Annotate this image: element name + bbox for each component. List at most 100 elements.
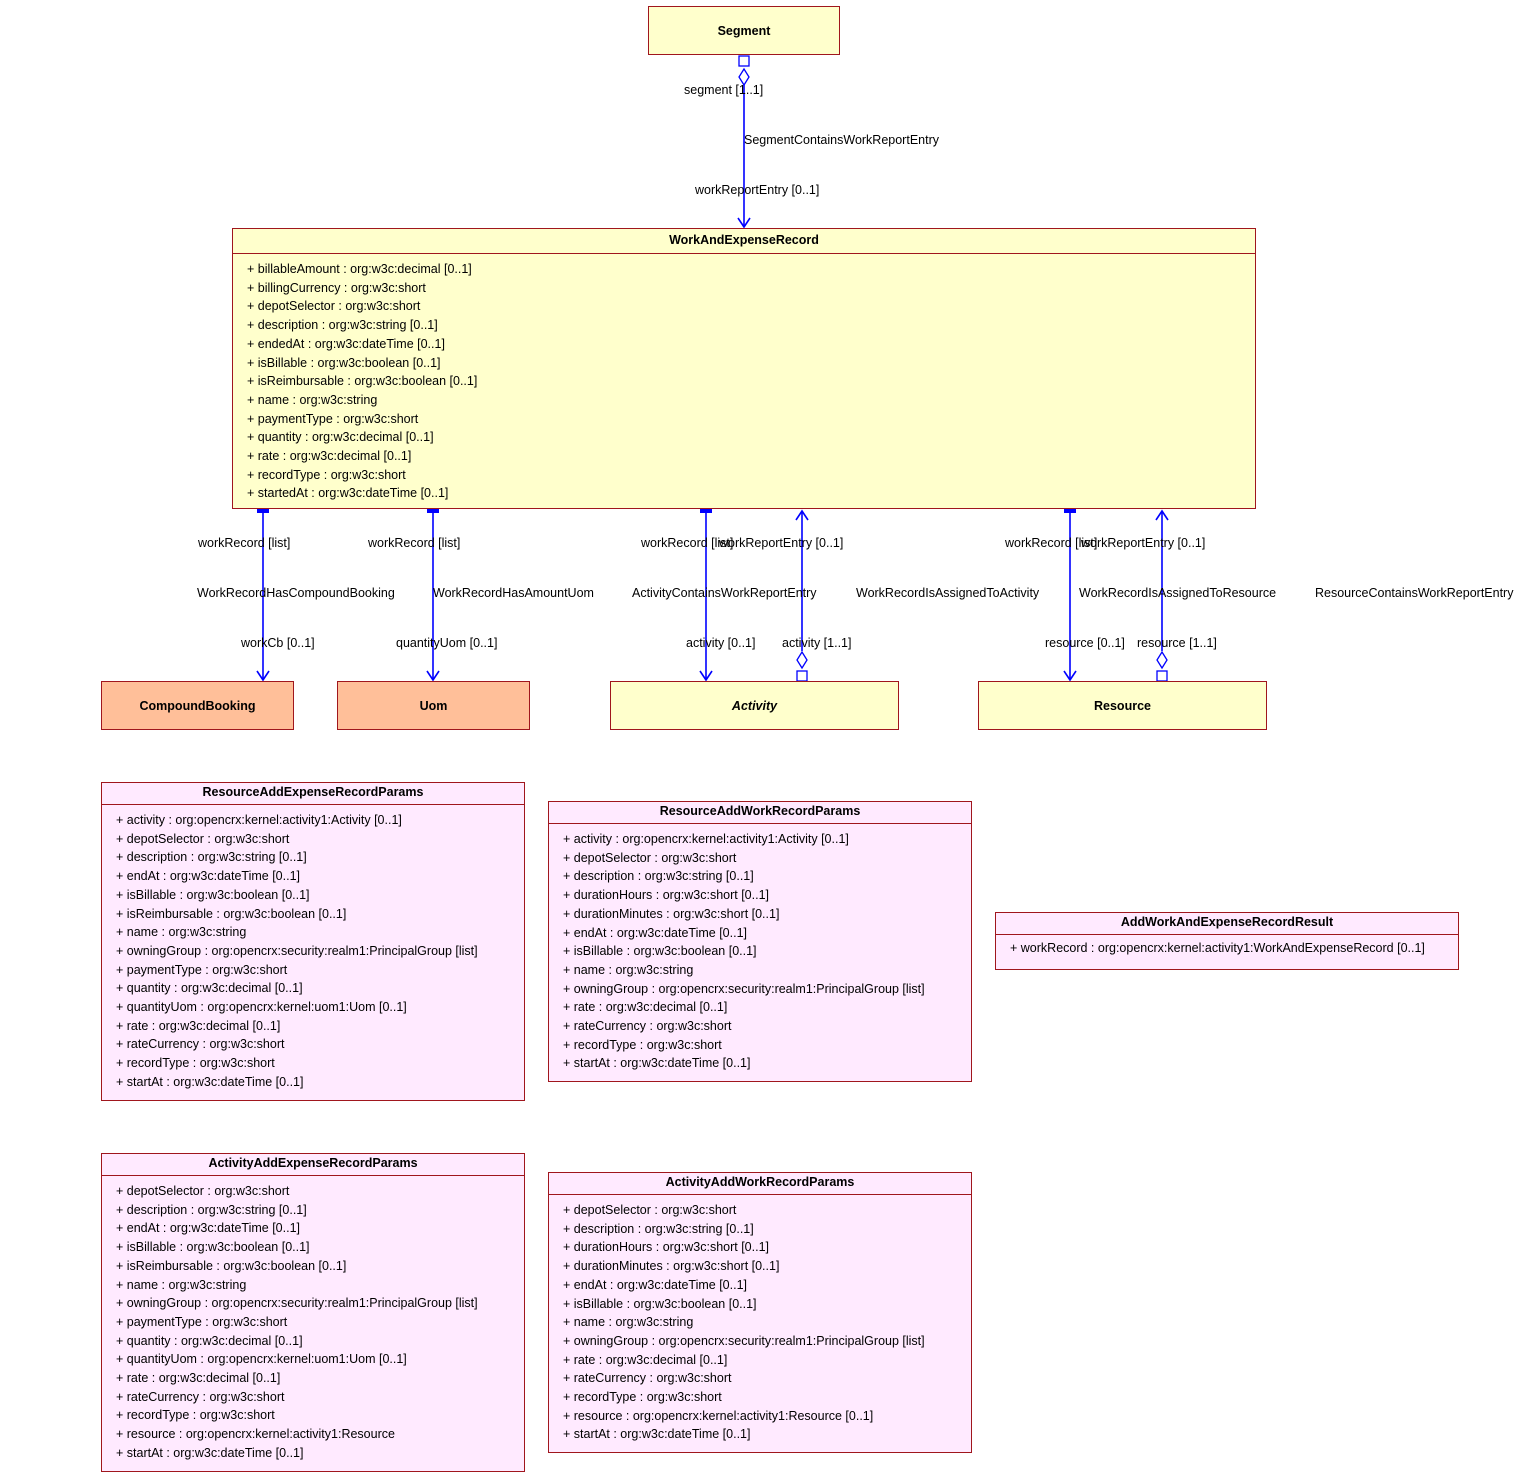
qualifier-square-icon [1156, 670, 1168, 682]
class-name: ActivityAddWorkRecordParams [665, 1175, 855, 1189]
class-attribute: + rateCurrency : org:w3c:short [563, 1019, 732, 1034]
role-label: workRecord [list] [1005, 536, 1098, 550]
qualifier-square-icon [738, 55, 750, 67]
attribute-list: + depotSelector : org:w3c:short + descrip… [102, 1175, 524, 1463]
arrowhead-icon [699, 670, 713, 682]
class-attribute: + rateCurrency : org:w3c:short [116, 1389, 285, 1404]
class-uom[interactable]: Uom [337, 681, 530, 730]
class-activity-add-work-record-params[interactable]: ActivityAddWorkRecordParams + depotSelec… [548, 1172, 972, 1453]
association-name: WorkRecordHasAmountUom [433, 586, 594, 600]
class-attribute: + quantityUom : org:opencrx:kernel:uom1:… [116, 1352, 407, 1367]
class-resource-add-expense-record-params[interactable]: ResourceAddExpenseRecordParams + activit… [101, 782, 525, 1101]
class-attribute: + isBillable : org:w3c:boolean [0..1] [247, 355, 441, 370]
role-label: workCb [0..1] [241, 636, 315, 650]
attribute-list: + activity : org:opencrx:kernel:activity… [102, 804, 524, 1092]
association-name: WorkRecordIsAssignedToActivity [856, 586, 1040, 600]
class-add-work-and-expense-record-result[interactable]: AddWorkAndExpenseRecordResult + workReco… [995, 912, 1459, 970]
class-attribute: + isBillable : org:w3c:boolean [0..1] [116, 887, 310, 902]
arrowhead-icon [1063, 670, 1077, 682]
association-name: WorkRecordHasCompoundBooking [197, 586, 395, 600]
class-attribute: + rate : org:w3c:decimal [0..1] [116, 1371, 281, 1386]
class-attribute: + activity : org:opencrx:kernel:activity… [563, 832, 849, 846]
class-name: CompoundBooking [139, 698, 256, 713]
role-label: resource [1..1] [1137, 636, 1217, 650]
class-attribute: + isBillable : org:w3c:boolean [0..1] [563, 944, 757, 959]
class-attribute: + paymentType : org:w3c:short [116, 1314, 288, 1329]
class-attribute: + endAt : org:w3c:dateTime [0..1] [563, 1277, 748, 1292]
role-label: workReportEntry [0..1] [695, 183, 820, 197]
role-label: activity [0..1] [686, 636, 756, 650]
class-attribute: + quantity : org:w3c:decimal [0..1] [116, 1333, 303, 1348]
class-attribute: + durationHours : org:w3c:short [0..1] [563, 1240, 770, 1255]
role-label: workRecord [list] [198, 536, 291, 550]
class-name: ResourceAddWorkRecordParams [659, 804, 861, 818]
class-attribute: + description : org:w3c:string [0..1] [247, 318, 438, 333]
qualifier-tee-icon [257, 509, 269, 513]
class-attribute: + rate : org:w3c:decimal [0..1] [116, 1018, 281, 1033]
class-attribute: + startAt : org:w3c:dateTime [0..1] [116, 1074, 304, 1089]
class-attribute: + paymentType : org:w3c:short [247, 411, 419, 426]
class-attribute: + description : org:w3c:string [0..1] [563, 869, 754, 884]
class-attribute: + quantity : org:w3c:decimal [0..1] [116, 981, 303, 996]
class-attribute: + durationHours : org:w3c:short [0..1] [563, 888, 770, 903]
class-attribute: + startAt : org:w3c:dateTime [0..1] [563, 1056, 751, 1071]
class-attribute: + owningGroup : org:opencrx:security:rea… [563, 1333, 925, 1348]
class-attribute: + billingCurrency : org:w3c:short [247, 280, 426, 295]
class-attribute: + description : org:w3c:string [0..1] [116, 1202, 307, 1217]
class-name: WorkAndExpenseRecord [669, 233, 819, 247]
class-name: Uom [419, 698, 448, 713]
class-attribute: + depotSelector : org:w3c:short [563, 1203, 737, 1217]
association-name: WorkRecordIsAssignedToResource [1079, 586, 1277, 600]
arrowhead-icon [426, 670, 440, 682]
class-attribute: + durationMinutes : org:w3c:short [0..1] [563, 906, 780, 921]
qualifier-tee-icon [427, 509, 439, 513]
class-attribute: + isBillable : org:w3c:boolean [0..1] [116, 1240, 310, 1255]
role-label: workRecord [list] [368, 536, 461, 550]
attribute-list: + depotSelector : org:w3c:short + descrip… [549, 1194, 971, 1444]
class-attribute: + owningGroup : org:opencrx:security:rea… [563, 981, 925, 996]
role-label: workReportEntry [0..1] [1081, 536, 1206, 550]
association-name: ActivityContainsWorkReportEntry [632, 586, 817, 600]
class-attribute: + rateCurrency : org:w3c:short [563, 1371, 732, 1386]
class-work-and-expense-record[interactable]: WorkAndExpenseRecord + billableAmount : … [232, 228, 1256, 509]
association-name: SegmentContainsWorkReportEntry [744, 133, 939, 147]
class-attribute: + name : org:w3c:string [247, 392, 378, 407]
arrowhead-icon [256, 670, 270, 682]
class-attribute: + recordType : org:w3c:short [563, 1390, 722, 1405]
class-attribute: + recordType : org:w3c:short [116, 1056, 275, 1071]
class-attribute: + description : org:w3c:string [0..1] [563, 1221, 754, 1236]
class-attribute: + depotSelector : org:w3c:short [247, 299, 421, 314]
class-attribute: + startAt : org:w3c:dateTime [0..1] [563, 1427, 751, 1442]
class-name: ResourceAddExpenseRecordParams [202, 785, 424, 799]
arrowhead-icon [795, 509, 809, 521]
class-name: ActivityAddExpenseRecordParams [208, 1156, 418, 1170]
attribute-list: + workRecord : org:opencrx:kernel:activi… [996, 934, 1458, 958]
aggregation-diamond-icon [796, 650, 808, 670]
role-label: workRecord [list] [641, 536, 734, 550]
class-attribute: + recordType : org:w3c:short [563, 1037, 722, 1052]
class-activity[interactable]: Activity [610, 681, 899, 730]
class-attribute: + startedAt : org:w3c:dateTime [0..1] [247, 486, 449, 501]
class-attribute: + paymentType : org:w3c:short [116, 962, 288, 977]
class-segment[interactable]: Segment [648, 6, 840, 55]
class-resource[interactable]: Resource [978, 681, 1267, 730]
class-name: AddWorkAndExpenseRecordResult [1120, 915, 1334, 929]
class-attribute: + isBillable : org:w3c:boolean [0..1] [563, 1296, 757, 1311]
class-attribute: + recordType : org:w3c:short [116, 1408, 275, 1423]
class-attribute: + owningGroup : org:opencrx:security:rea… [116, 943, 478, 958]
role-label: activity [1..1] [782, 636, 852, 650]
class-attribute: + isReimbursable : org:w3c:boolean [0..1… [247, 374, 478, 389]
class-attribute: + endAt : org:w3c:dateTime [0..1] [116, 1221, 301, 1236]
class-attribute: + depotSelector : org:w3c:short [116, 1184, 290, 1198]
class-attribute: + endAt : org:w3c:dateTime [0..1] [116, 869, 301, 884]
class-attribute: + quantity : org:w3c:decimal [0..1] [247, 430, 434, 445]
class-attribute: + name : org:w3c:string [116, 925, 247, 940]
class-attribute: + resource : org:opencrx:kernel:activity… [116, 1427, 395, 1442]
class-attribute: + quantityUom : org:opencrx:kernel:uom1:… [116, 1000, 407, 1015]
class-resource-add-work-record-params[interactable]: ResourceAddWorkRecordParams + activity :… [548, 801, 972, 1082]
class-activity-add-expense-record-params[interactable]: ActivityAddExpenseRecordParams + depotSe… [101, 1153, 525, 1472]
class-attribute: + rate : org:w3c:decimal [0..1] [563, 1000, 728, 1015]
aggregation-diamond-icon [1156, 650, 1168, 670]
class-compound-booking[interactable]: CompoundBooking [101, 681, 294, 730]
